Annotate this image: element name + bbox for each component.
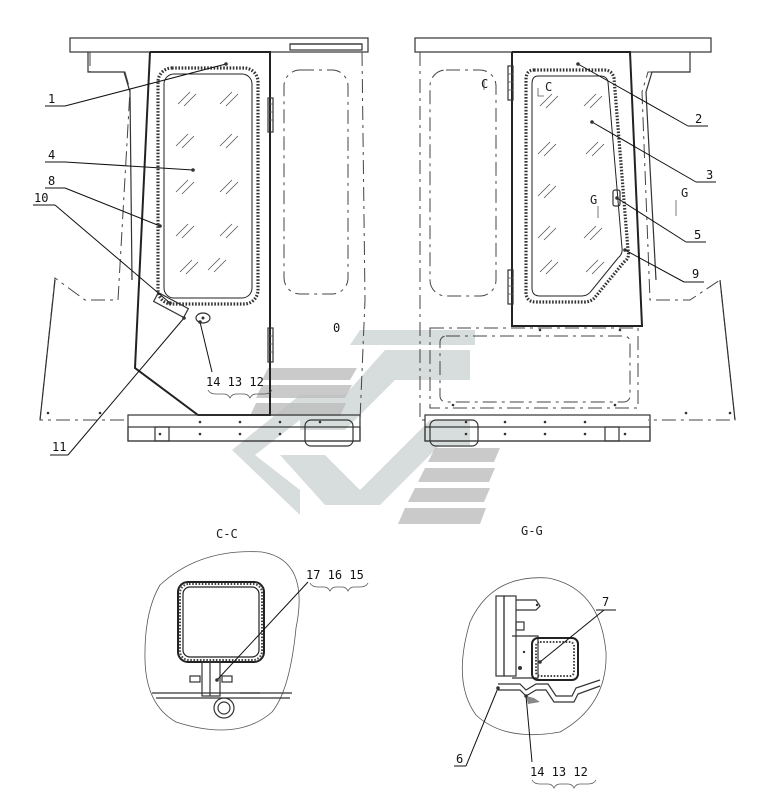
- left-door-view: 0: [39, 37, 369, 447]
- section-c-c-detail: C-C 17 16 15: [144, 527, 369, 731]
- section-mark-c-top: C: [481, 77, 488, 91]
- callout-5: 5: [694, 228, 701, 242]
- callout-3: 3: [706, 168, 713, 182]
- callout-4: 4: [48, 148, 55, 162]
- callout-6: 6: [456, 752, 463, 766]
- left-base-bolts: [46, 411, 322, 436]
- callout-14-13-12-bottom: 14 13 12: [530, 765, 588, 779]
- right-callouts: C C G G 2 3 5 9: [481, 62, 716, 283]
- callout-10: 10: [34, 191, 48, 205]
- left-callouts: 1 4 8 10 11 14 13 12: [33, 62, 273, 456]
- section-mark-g-right: G: [681, 186, 688, 200]
- right-base-bolts: [451, 328, 732, 436]
- callout-11: 11: [52, 440, 66, 454]
- callout-9: 9: [692, 267, 699, 281]
- section-title-c-c: C-C: [216, 527, 238, 541]
- watermark-logo: [232, 330, 500, 524]
- right-door-view: 0: [414, 37, 736, 447]
- callout-14-13-12-left: 14 13 12: [206, 375, 264, 389]
- left-glass-hatching: [175, 91, 239, 275]
- callout-1: 1: [48, 92, 55, 106]
- section-title-g-g: G-G: [521, 524, 543, 538]
- section-g-g-detail: G-G 7 6 14 13 12: [454, 524, 616, 789]
- callout-8: 8: [48, 174, 55, 188]
- callout-2: 2: [695, 112, 702, 126]
- left-panel-mark: 0: [333, 321, 340, 335]
- section-mark-g-left: G: [590, 193, 597, 207]
- section-mark-c-side: C: [545, 80, 552, 94]
- callout-7: 7: [602, 595, 609, 609]
- callout-17-16-15: 17 16 15: [306, 568, 364, 582]
- right-glass-hatching: [537, 93, 605, 275]
